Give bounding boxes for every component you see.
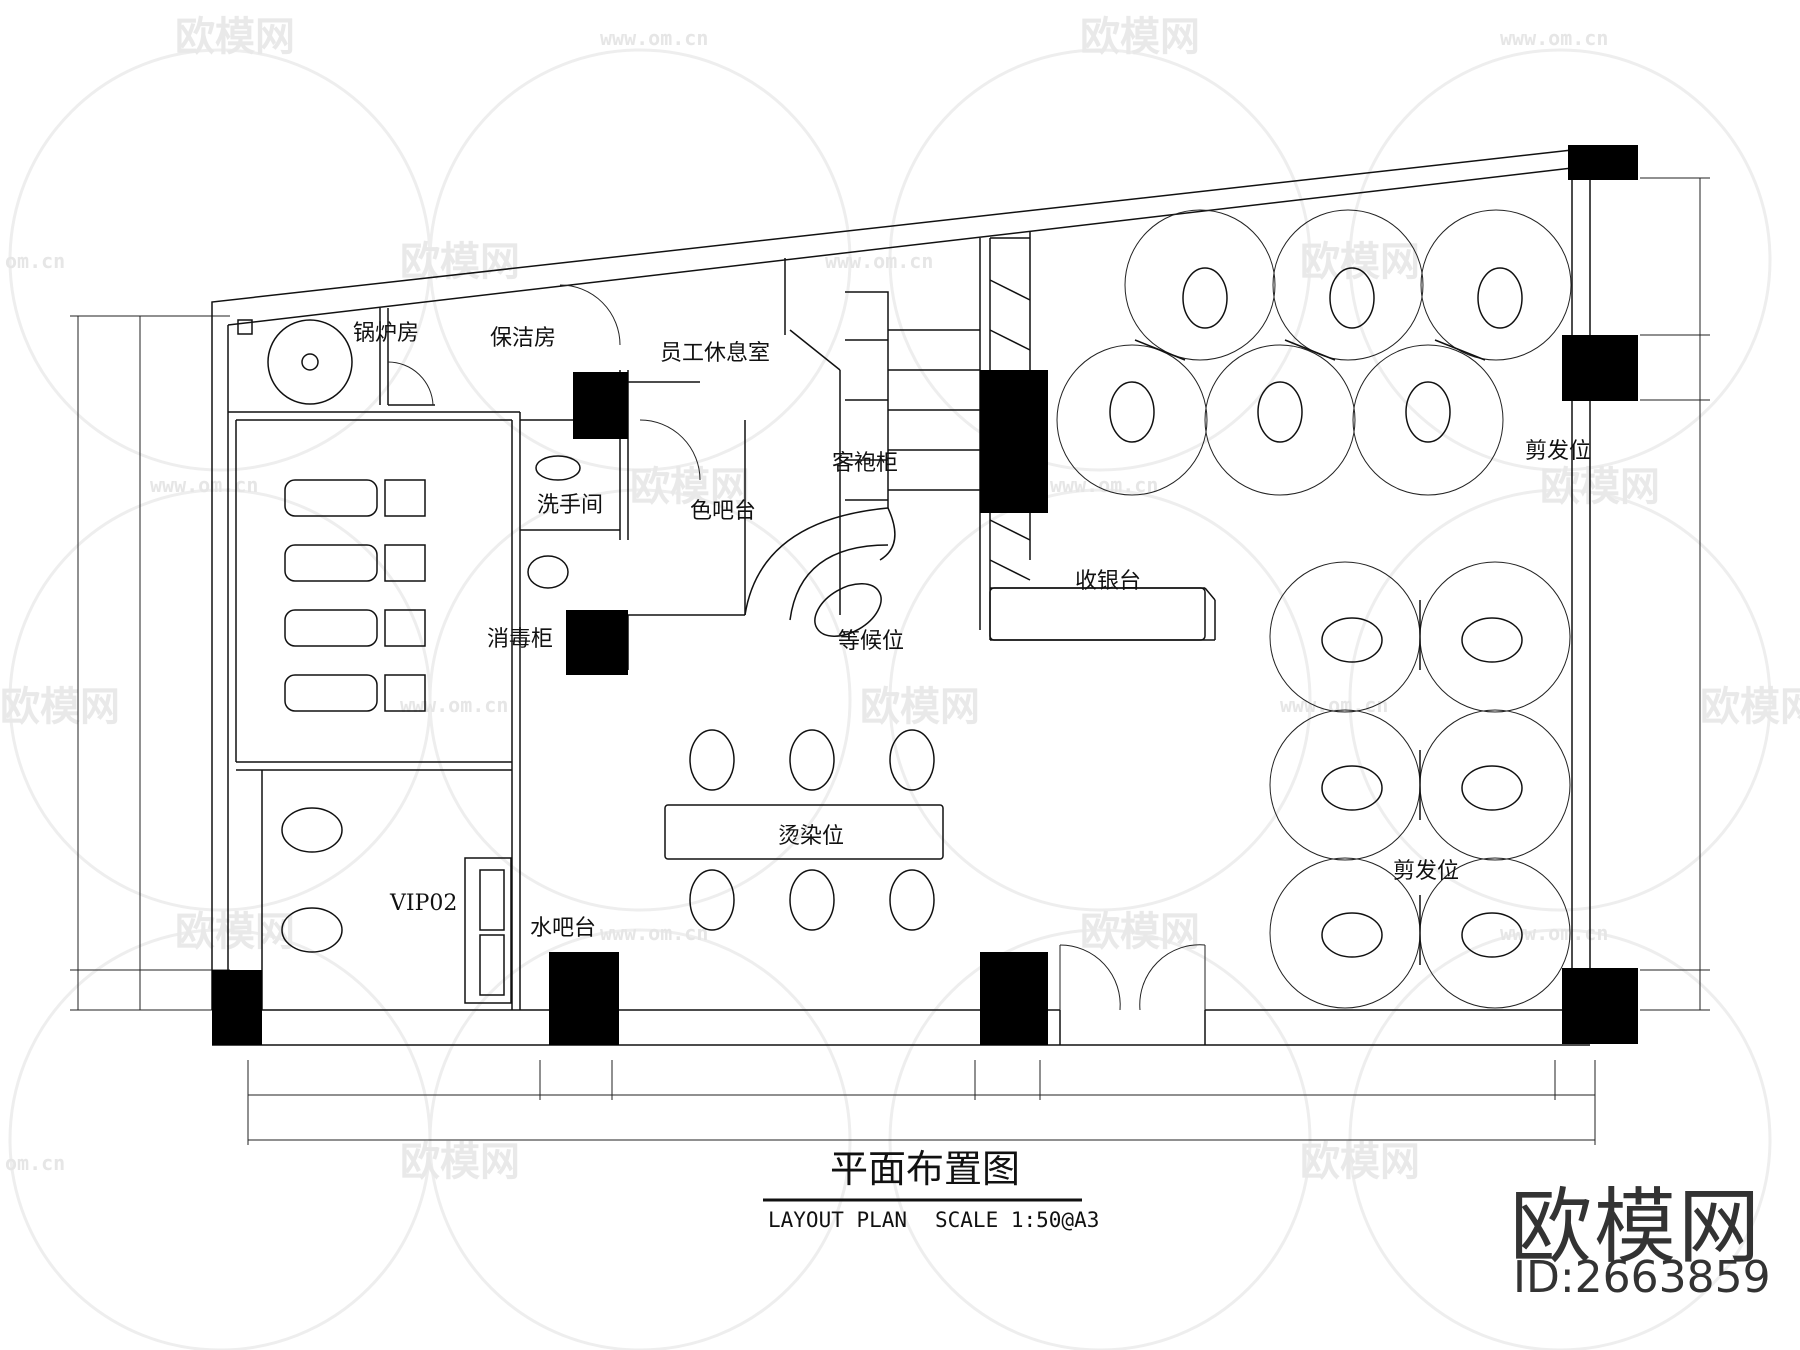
drawing-title: 平面布置图 xyxy=(830,1147,1020,1191)
watermark-url: www.om.cn xyxy=(1500,921,1608,945)
columns xyxy=(212,145,1638,1045)
watermark-url: www.om.cn xyxy=(400,693,508,717)
watermark-url: om.cn xyxy=(5,249,65,273)
watermark-logo: 欧模网 xyxy=(860,684,980,730)
watermark-logo: 欧模网 xyxy=(1540,464,1660,510)
watermark-url: www.om.cn xyxy=(150,473,258,497)
watermark-logo: 欧模网 xyxy=(400,1139,520,1185)
watermark-logo: 欧模网 xyxy=(1080,909,1200,955)
watermark-url: om.cn xyxy=(5,1151,65,1175)
watermark-logo: 欧模网 xyxy=(1300,1139,1420,1185)
watermark-logos: 欧模网 www.om.cn 欧模网 www.om.cn om.cn 欧模网 ww… xyxy=(0,14,1800,1185)
label-water-bar: 水吧台 xyxy=(530,916,596,941)
chairs xyxy=(281,267,1523,958)
watermark-logo: 欧模网 xyxy=(1080,14,1200,60)
label-haircut-top: 剪发位 xyxy=(1525,439,1591,464)
watermark-logo: 欧模网 xyxy=(630,464,750,510)
watermark-logo: 欧模网 xyxy=(175,909,295,955)
watermark-url: www.om.cn xyxy=(825,249,933,273)
watermark-url: www.om.cn xyxy=(1280,693,1388,717)
label-cashier: 收银台 xyxy=(1075,569,1141,594)
label-disinfection-cabinet: 消毒柜 xyxy=(487,627,553,652)
walls xyxy=(211,147,1591,1046)
label-boiler-room: 锅炉房 xyxy=(353,321,419,346)
watermark-logo: 欧模网 xyxy=(175,14,295,60)
room-labels: 锅炉房 保洁房 员工休息室 客袍柜 洗手间 色吧台 消毒柜 等候位 收银台 剪发… xyxy=(353,321,1591,941)
label-staff-lounge: 员工休息室 xyxy=(660,341,770,366)
label-haircut-bottom: 剪发位 xyxy=(1393,859,1459,884)
drawing-subtitle: LAYOUT PLAN xyxy=(768,1208,907,1232)
label-vip: VIP02 xyxy=(389,891,457,916)
watermark-url: www.om.cn xyxy=(1050,473,1158,497)
title-block: 平面布置图 LAYOUT PLAN SCALE 1:50@A3 xyxy=(763,1147,1099,1232)
watermark-logo: 欧模网 xyxy=(0,684,120,730)
wash-stations xyxy=(284,479,426,712)
label-waiting-area: 等候位 xyxy=(838,629,904,654)
brand-id: ID:2663859 xyxy=(1513,1252,1771,1303)
label-cleaning-room: 保洁房 xyxy=(490,326,556,351)
watermark-logo: 欧模网 xyxy=(1700,684,1800,730)
haircut-stations xyxy=(1056,209,1572,1009)
brand-logo-text: 欧模网 xyxy=(1510,1180,1763,1275)
label-coat-cabinet: 客袍柜 xyxy=(832,451,898,476)
label-perm-dye: 烫染位 xyxy=(778,824,844,849)
watermark-logo: 欧模网 xyxy=(400,239,520,285)
watermark-url: www.om.cn xyxy=(600,26,708,50)
label-washroom: 洗手间 xyxy=(537,493,603,518)
watermark-url: www.om.cn xyxy=(1500,26,1608,50)
label-color-bar: 色吧台 xyxy=(690,499,756,524)
watermark-logo: 欧模网 xyxy=(1300,239,1420,285)
dimension-lines xyxy=(70,177,1710,1145)
watermark-url: www.om.cn xyxy=(600,921,708,945)
drawing-scale: SCALE 1:50@A3 xyxy=(935,1208,1099,1232)
